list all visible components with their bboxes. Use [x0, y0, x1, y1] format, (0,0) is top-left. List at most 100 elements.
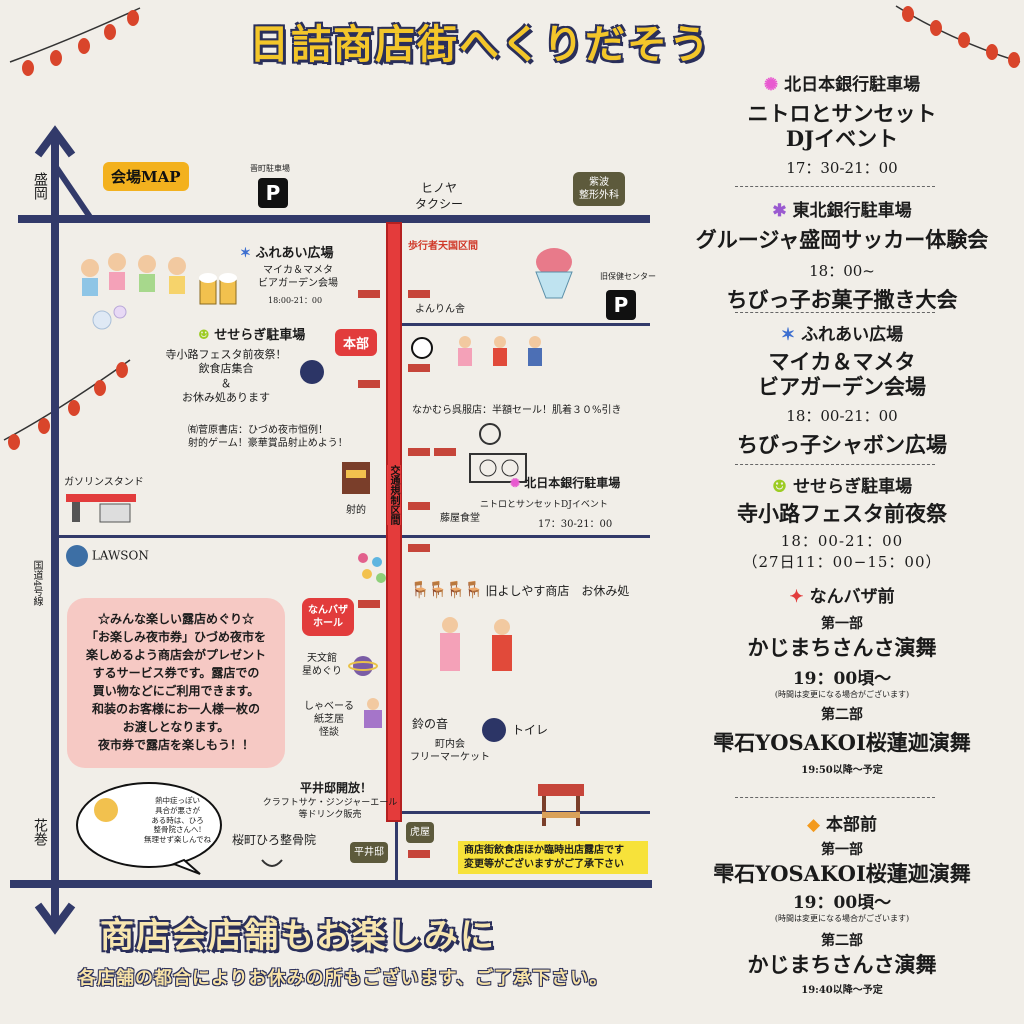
s5-time2: 19:50以降〜予定 [801, 765, 883, 777]
smile-icon: ☻ [771, 477, 788, 497]
schedule-item-6: ◆ 本部前 第一部 雫石YOSAKOI桜蓮迦演舞 19：00頃〜 (時間は変更に… [660, 810, 1024, 996]
s1-venue: ✺ 北日本銀行駐車場 [763, 75, 921, 95]
schedule-item-3: ✶ ふれあい広場 マイカ＆マメタ ビアガーデン会場 18：00-21：00 ちび… [660, 320, 1024, 458]
s2-event2: ちびっ子お菓子撒き大会 [726, 287, 958, 313]
s5-part2: 第二部 [821, 707, 863, 724]
toilet-icon [300, 360, 324, 384]
divider [735, 797, 935, 798]
divider [735, 186, 935, 187]
hiraitei-title: 平井邸開放！ [300, 781, 373, 795]
person-icon [66, 545, 88, 567]
road-east-1 [400, 323, 650, 326]
pedestrian-zone-label: 歩行者天国区間 [408, 241, 478, 252]
s4-event: 寺小路フェスタ前夜祭 [737, 501, 947, 526]
s2-time: 18：00~ [809, 262, 875, 281]
hinoya-taxi-label: ヒノヤ タクシー [415, 181, 464, 212]
s1-event: ニトロとサンセット DJイベント [747, 101, 937, 152]
s6-part1: 第一部 [821, 842, 863, 858]
storyteller-icon [364, 698, 382, 728]
sugawara-label: ㈲菅原書店：ひづめ夜市恒例！ 射的ゲーム！豪華賞品射止めよう！ [188, 425, 348, 449]
beer-mugs-icon [199, 273, 237, 305]
seseragi-title: ☻ せせらぎ駐車場 [198, 328, 306, 343]
hands-icon [261, 859, 283, 867]
route4-label: 国道4号線 [31, 560, 42, 607]
s3-event: マイカ＆マメタ ビアガーデン会場 [758, 349, 926, 400]
s2-venue: ✱ 東北銀行駐車場 [772, 201, 912, 221]
road-middle [55, 535, 650, 538]
fujiya-label: 藤屋食堂 [440, 513, 480, 524]
fureai-detail: マイカ＆マメタ ビアガーデン会場 [258, 265, 338, 289]
lantern-garland-left-icon [9, 7, 141, 76]
asterisk-icon: ✱ [772, 201, 787, 221]
s6-event2: かじまちさんさ演舞 [747, 952, 937, 978]
children-illustration-icon [81, 253, 186, 330]
schedule-item-4: ☻ せせらぎ駐車場 寺小路フェスタ前夜祭 18：00-21：00 （27日11：… [660, 472, 1024, 572]
sakuramachi-label: 桜町ひろ整骨院 [232, 833, 317, 847]
honbu-label: 本部 [335, 329, 378, 356]
yonrinsha-label: よんりん舎 [415, 304, 465, 315]
toilet-icon [482, 718, 506, 742]
chonaikai-label: 町内会 フリーマーケット [410, 739, 490, 763]
bottom-note: 各店舗の都合によりお休みの所もございます、ご了承下さい。 [78, 968, 609, 989]
shiba-clinic-label: 紫波 整形外科 [573, 172, 625, 206]
schedule-item-2: ✱ 東北銀行駐車場 グルージャ盛岡サッカー体験会 18：00~ ちびっ子お菓子撒… [660, 196, 1024, 312]
lawson-label: LAWSON [66, 545, 149, 567]
lantern-garland-mid-icon [3, 359, 131, 450]
flower-icon: ✺ [763, 75, 779, 95]
s4-venue: ☻ せせらぎ駐車場 [771, 477, 913, 497]
s4-time: 18：00-21：00 （27日11：00−15：00） [742, 532, 942, 572]
nanbaza-hall-label: なんバザ ホール [302, 598, 354, 636]
lantern-garland-right-icon [895, 5, 1021, 68]
s5-note: (時間は変更になる場合がございます) [774, 690, 910, 700]
divider [735, 312, 935, 313]
s6-event1: 雫石YOSAKOI桜蓮迦演舞 [713, 861, 971, 886]
traffic-zone-label: 交通規制区間 [387, 465, 401, 525]
kitanihon-time: 17：30-21：00 [538, 519, 613, 530]
hiraitei-label: 平井邸 [350, 842, 388, 863]
toilet-label: トイレ [512, 723, 549, 737]
yoshiyasu-label: 🪑🪑🪑🪑 旧よしやす商店 お休み処 [410, 580, 630, 599]
shaved-ice-icon [535, 248, 573, 299]
road-east-2 [400, 811, 650, 814]
stall-icons-east [408, 290, 456, 858]
gas-station-icon [66, 494, 136, 523]
dancers-illustration-2-icon [440, 617, 512, 671]
nakamura-label: なかむら呉服店：半額セール！肌着３０%引き [412, 405, 622, 416]
info-box: ☆みんな楽しい露店めぐり☆ 「お楽しみ夜市券」ひづめ夜市を 楽しめるよう商店会が… [67, 598, 285, 768]
shooting-gallery-icon [342, 462, 370, 494]
stall-icons-west [358, 290, 380, 608]
hiraitei-detail: クラフトサケ・ジンジャーエール 等ドリンク販売 [262, 798, 398, 820]
former-health-center-label: 旧保健センター [600, 272, 656, 281]
s5-part1: 第一部 [821, 616, 863, 632]
schedule-item-5: ✦ なんバザ前 第一部 かじまちさんさ演舞 19：00頃〜 (時間は変更になる場… [660, 582, 1024, 776]
toraya-label: 虎屋 [406, 822, 434, 843]
sparkle-icon: ✦ [789, 587, 804, 607]
hanamaki-label: 花巻 [31, 818, 48, 846]
dj-illustration-icon [469, 423, 527, 483]
shateki-label: 射的 [346, 505, 366, 516]
s6-venue: ◆ 本部前 [807, 815, 877, 835]
s6-part2: 第二部 [821, 933, 863, 950]
s5-event2: 雫石YOSAKOI桜蓮迦演舞 [713, 730, 971, 756]
shaberu-label: しゃべーる 紙芝居 怪談 [304, 701, 354, 738]
schedule-item-1: ✺ 北日本銀行駐車場 ニトロとサンセット DJイベント 17：30-21：00 [660, 70, 1024, 178]
dancers-illustration-icon [411, 336, 542, 366]
parking-icon: P [606, 290, 636, 320]
bottom-title: 商店会店舗もお楽しみに [100, 916, 496, 956]
s1-time: 17：30-21：00 [786, 159, 898, 178]
chairs-icon: 🪑🪑🪑🪑 [410, 580, 484, 599]
s5-venue: ✦ なんバザ前 [789, 587, 895, 607]
suzunone-label: 鈴の音 [412, 717, 449, 731]
fureai-time: 18:00-21：00 [268, 296, 323, 305]
s5-event1: かじまちさんさ演舞 [747, 635, 937, 660]
smile-icon: ☻ [198, 328, 210, 343]
bubble-text: 熱中症っぽい 具合が悪さが ある時は、ひろ 整骨院さんへ! 無理せず楽しんでね [144, 796, 212, 844]
tenmonkan-label: 天文館 星めぐり [302, 653, 342, 677]
s5-time1: 19：00頃〜 [792, 669, 892, 690]
page-title: 日詰商店街へくりだそう [249, 21, 711, 68]
road-top [18, 215, 650, 223]
planet-icon [348, 656, 378, 676]
parking-icon: P [258, 178, 288, 208]
yellow-note: 商店街飲食店ほか臨時出店露店です 変更等がございますがご了承下さい [458, 841, 648, 874]
star-icon: ✶ [240, 246, 251, 261]
